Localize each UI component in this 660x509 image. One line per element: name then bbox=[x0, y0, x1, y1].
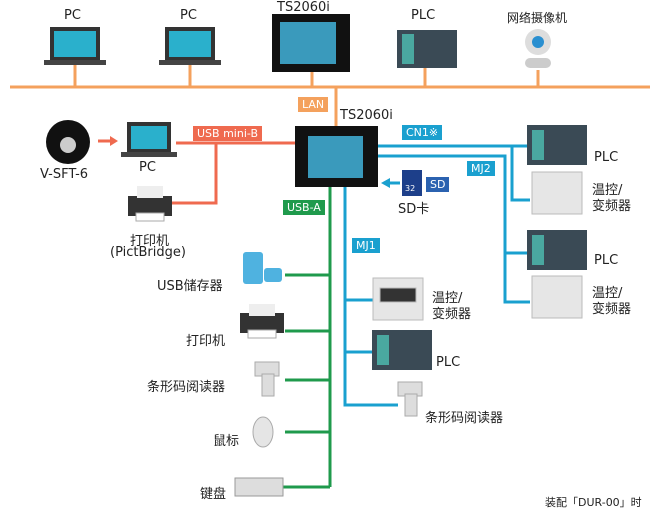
footnote: 装配「DUR-00」时 bbox=[545, 496, 642, 509]
label-barcode-usb: 条形码阅读器 bbox=[147, 380, 226, 395]
tag-usb-a: USB-A bbox=[283, 200, 325, 215]
label-temp-mj1: 温控/ 变频器 bbox=[432, 291, 472, 322]
label-usb-storage: USB储存器 bbox=[157, 279, 223, 294]
pc-icon bbox=[44, 27, 221, 157]
label-mouse: 鼠标 bbox=[213, 434, 240, 449]
keyboard-icon bbox=[234, 477, 284, 497]
sd-card-icon bbox=[402, 170, 422, 196]
svg-text:32: 32 bbox=[405, 184, 415, 193]
label-camera: 网络摄像机 bbox=[507, 11, 568, 25]
temp-controller-icon bbox=[372, 171, 583, 321]
tag-mj2: MJ2 bbox=[467, 161, 495, 176]
label-printer-left: 打印机 bbox=[130, 234, 170, 249]
cd-icon bbox=[46, 120, 90, 164]
label-software: V-SFT-6 bbox=[40, 167, 89, 182]
label-plc-right-2: PLC bbox=[594, 253, 619, 268]
label-temp-right-2: 温控/ 变频器 bbox=[592, 286, 632, 317]
hmi-icon bbox=[272, 14, 378, 187]
mouse-icon bbox=[252, 416, 274, 448]
tag-usb-mini-b: USB mini-B bbox=[193, 126, 262, 141]
tag-lan: LAN bbox=[298, 97, 329, 112]
label-temp-right-1: 温控/ 变频器 bbox=[592, 183, 632, 214]
usb-mini-b-lines bbox=[98, 136, 296, 205]
tag-sd: SD bbox=[426, 177, 450, 192]
usb-a-lines bbox=[262, 186, 332, 489]
label-main-hmi: TS2060i bbox=[340, 108, 393, 123]
camera-icon bbox=[525, 29, 551, 68]
label-sd-card: SD卡 bbox=[398, 202, 430, 217]
usb-stick-icon bbox=[243, 252, 282, 284]
label-pc-left: PC bbox=[139, 160, 156, 175]
printer-icon bbox=[128, 186, 284, 339]
barcode-reader-icon bbox=[254, 361, 423, 417]
label-ts2060i-top: TS2060i bbox=[277, 0, 330, 15]
label-barcode-mj1: 条形码阅读器 bbox=[425, 411, 504, 426]
lan-lines bbox=[10, 65, 650, 127]
label-plc-mj1: PLC bbox=[436, 355, 461, 370]
label-pc-2: PC bbox=[180, 8, 197, 23]
serial-lines bbox=[343, 144, 530, 407]
label-printer-sub: (PictBridge) bbox=[110, 245, 186, 260]
tag-cn1: CN1※ bbox=[402, 125, 443, 140]
label-keyboard: 键盘 bbox=[200, 487, 227, 502]
label-printer-usb: 打印机 bbox=[186, 334, 226, 349]
label-pc-1: PC bbox=[64, 8, 81, 23]
label-plc-top: PLC bbox=[411, 8, 436, 23]
label-plc-right-1: PLC bbox=[594, 150, 619, 165]
tag-mj1: MJ1 bbox=[352, 238, 380, 253]
plc-icon bbox=[372, 30, 587, 370]
